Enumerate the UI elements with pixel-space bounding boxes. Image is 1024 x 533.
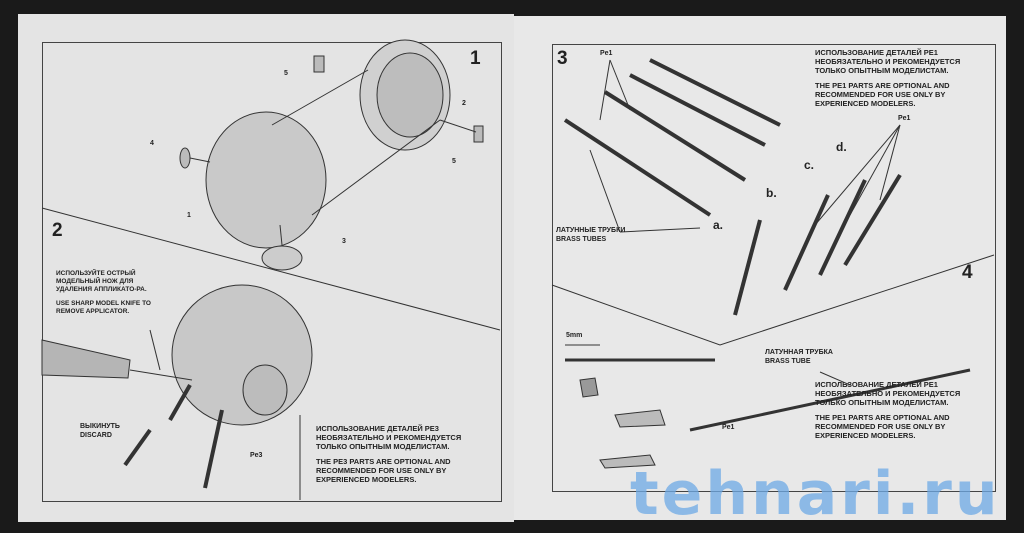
variant-d: d. <box>836 140 847 154</box>
optional-note-ru: ИСПОЛЬЗОВАНИЕ ДЕТАЛЕЙ Pe1 НЕОБЯЗАТЕЛЬНО … <box>815 380 961 407</box>
step-number-1: 1 <box>470 48 481 69</box>
discard-en: DISCARD <box>80 432 112 439</box>
part4 <box>179 147 191 169</box>
variant-b: b. <box>766 186 777 200</box>
right-panel-frame <box>552 44 996 492</box>
brass-tubes-ru: ЛАТУННЫЕ ТРУБКИ <box>556 227 626 234</box>
optional-note-en: THE Pe1 PARTS ARE OPTIONAL AND RECOMMEND… <box>815 413 950 440</box>
step-number-2: 2 <box>52 220 63 241</box>
discard-ru: ВЫКИНУТЬ <box>80 423 120 430</box>
optional-note-en: THE Pe3 PARTS ARE OPTIONAL AND RECOMMEND… <box>316 457 451 484</box>
part-label: 5 <box>452 158 456 165</box>
dimension-5mm: 5mm <box>566 332 583 339</box>
brass-tubes-label: ЛАТУННЫЕ ТРУБКИ BRASS TUBES <box>556 226 625 244</box>
part5-right <box>473 125 484 143</box>
part-label: 2 <box>462 100 466 107</box>
part-label: 1 <box>187 212 191 219</box>
step-number-3: 3 <box>557 48 568 69</box>
part5-top <box>313 55 325 73</box>
part-label-pe1-step4: Pe1 <box>722 424 735 431</box>
step-divider-left <box>41 207 501 331</box>
knife-note-ru: ИСПОЛЬЗУЙТЕ ОСТРЫЙ МОДЕЛЬНЫЙ НОЖ ДЛЯ УДА… <box>56 270 147 293</box>
optional-note-en: THE Pe1 PARTS ARE OPTIONAL AND RECOMMEND… <box>815 81 950 108</box>
knife-note: ИСПОЛЬЗУЙТЕ ОСТРЫЙ МОДЕЛЬНЫЙ НОЖ ДЛЯ УДА… <box>56 270 152 322</box>
step-divider-right <box>551 254 995 346</box>
variant-c: c. <box>804 158 815 172</box>
turret-sphere-part1 <box>205 111 327 249</box>
optional-note-pe3: ИСПОЛЬЗОВАНИЕ ДЕТАЛЕЙ Pe3 НЕОБЯЗАТЕЛЬНО … <box>316 424 484 490</box>
discard-label: ВЫКИНУТЬ DISCARD <box>80 422 120 440</box>
optional-note-pe1: ИСПОЛЬЗОВАНИЕ ДЕТАЛЕЙ Pe1 НЕОБЯЗАТЕЛЬНО … <box>815 48 981 114</box>
variant-a: a. <box>713 218 724 232</box>
part-label: 3 <box>342 238 346 245</box>
brass-tube-en: BRASS TUBE <box>765 358 811 365</box>
part-label-pe1: Pe1 <box>898 115 911 122</box>
part-label-pe1: Pe1 <box>600 50 613 57</box>
part-label-pe3: Pe3 <box>250 452 263 459</box>
part3-disc <box>261 245 303 271</box>
optional-note-pe1-step4: ИСПОЛЬЗОВАНИЕ ДЕТАЛЕЙ Pe1 НЕОБЯЗАТЕЛЬНО … <box>815 380 981 446</box>
optional-note-ru: ИСПОЛЬЗОВАНИЕ ДЕТАЛЕЙ Pe3 НЕОБЯЗАТЕЛЬНО … <box>316 424 462 451</box>
right-page <box>514 16 1006 520</box>
turret-cap-inner <box>376 52 444 138</box>
part-label: 5 <box>284 70 288 77</box>
part-label: 4 <box>150 140 154 147</box>
brass-tube-ru: ЛАТУННАЯ ТРУБКА <box>765 349 833 356</box>
left-panel-frame <box>42 42 502 502</box>
watermark: tehnari.ru <box>630 459 1001 529</box>
turret-sphere-step2 <box>171 284 313 426</box>
optional-note-ru: ИСПОЛЬЗОВАНИЕ ДЕТАЛЕЙ Pe1 НЕОБЯЗАТЕЛЬНО … <box>815 48 961 75</box>
brass-tubes-en: BRASS TUBES <box>556 236 607 243</box>
model-knife <box>41 339 131 379</box>
knife-note-en: USE SHARP MODEL KNIFE TO REMOVE APPLICAT… <box>56 300 151 315</box>
brass-tube-label: ЛАТУННАЯ ТРУБКА BRASS TUBE <box>765 348 833 366</box>
step-number-4: 4 <box>962 262 973 283</box>
